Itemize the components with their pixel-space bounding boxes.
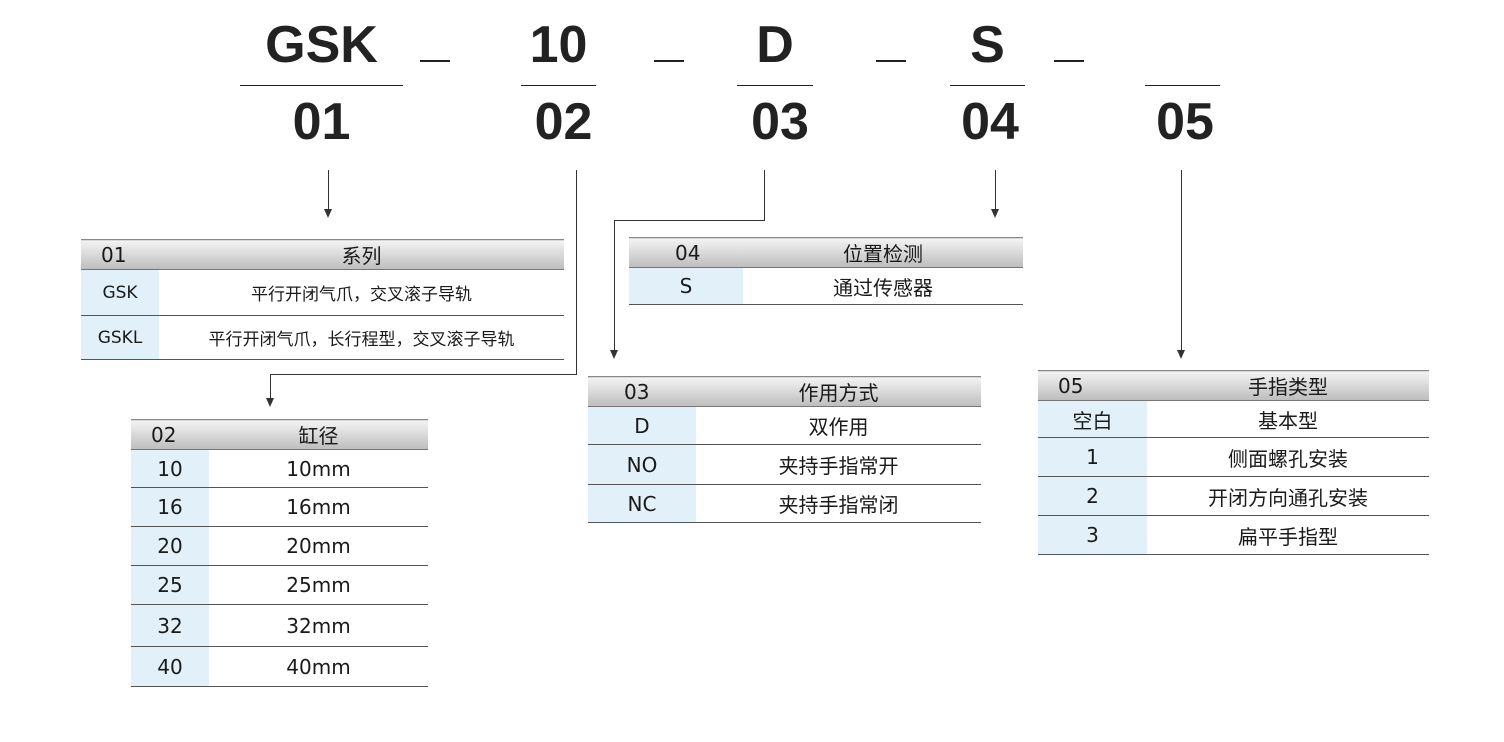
series-key: GSK (81, 269, 159, 316)
segment-04-value: S (970, 16, 1005, 74)
arrowhead-03 (610, 350, 618, 359)
arrowhead-04 (991, 209, 999, 218)
finger-value: 侧面螺孔安装 (1147, 437, 1429, 477)
action-value: 夹持手指常开 (696, 444, 981, 485)
segment-05-value (1145, 10, 1220, 80)
series-table-title: 系列 (159, 239, 564, 270)
bore-key: 25 (131, 565, 209, 605)
segment-02-underline (521, 85, 596, 86)
bore-table-title: 缸径 (209, 419, 428, 450)
series-table-code: 01 (81, 239, 159, 270)
finger-value: 扁平手指型 (1147, 515, 1429, 555)
series-value: 平行开闭气爪，长行程型，交叉滚子导轨 (159, 315, 564, 360)
separator-4 (1054, 60, 1084, 62)
segment-04-underline (950, 85, 1025, 86)
action-key: NO (588, 444, 696, 485)
segment-04-index: 04 (961, 93, 1019, 151)
finger-key: 2 (1038, 476, 1147, 516)
segment-02-index: 02 (534, 93, 593, 151)
action-value: 双作用 (696, 406, 981, 445)
finger-table-title: 手指类型 (1147, 370, 1429, 401)
bore-value: 40mm (209, 646, 428, 687)
separator-3 (876, 60, 906, 62)
detection-table-title: 位置检测 (743, 237, 1023, 268)
bore-value: 32mm (209, 604, 428, 647)
finger-key: 1 (1038, 437, 1147, 477)
finger-key: 空白 (1038, 400, 1147, 438)
series-value: 平行开闭气爪，交叉滚子导轨 (159, 269, 564, 316)
action-table-title: 作用方式 (696, 376, 981, 407)
connector-02-drop (270, 374, 271, 399)
bore-value: 16mm (209, 487, 428, 527)
segment-05-underline (1145, 85, 1220, 86)
bore-key: 40 (131, 646, 209, 687)
segment-03-index: 03 (751, 93, 809, 151)
action-value: 夹持手指常闭 (696, 484, 981, 523)
detection-table-code: 04 (629, 237, 743, 268)
action-key: D (588, 406, 696, 445)
arrowhead-01 (324, 209, 332, 218)
series-key: GSKL (81, 315, 159, 360)
segment-02-value: 10 (529, 16, 588, 74)
bore-table: 02 缸径 10 10mm 16 16mm 20 20mm 25 25mm 32… (131, 419, 428, 687)
connector-02-horizontal (270, 374, 577, 375)
arrowhead-02 (266, 398, 274, 407)
bore-table-code: 02 (131, 419, 209, 450)
separator-1 (420, 60, 450, 62)
segment-03-value: D (756, 16, 794, 74)
connector-03-drop (614, 220, 615, 351)
bore-key: 20 (131, 526, 209, 566)
segment-03-underline (737, 85, 813, 86)
segment-05-index: 05 (1156, 93, 1214, 151)
bore-key: 16 (131, 487, 209, 527)
series-table: 01 系列 GSK 平行开闭气爪，交叉滚子导轨 GSKL 平行开闭气爪，长行程型… (81, 239, 564, 360)
bore-value: 10mm (209, 449, 428, 488)
connector-05 (1181, 170, 1182, 351)
action-table: 03 作用方式 D 双作用 NO 夹持手指常开 NC 夹持手指常闭 (588, 376, 981, 523)
bore-key: 10 (131, 449, 209, 488)
finger-table-code: 05 (1038, 370, 1147, 401)
finger-value: 基本型 (1147, 400, 1429, 438)
connector-03-horizontal (614, 220, 765, 221)
connector-02-vertical (576, 170, 577, 374)
finger-key: 3 (1038, 515, 1147, 555)
action-key: NC (588, 484, 696, 523)
action-table-code: 03 (588, 376, 696, 407)
detection-table: 04 位置检测 S 通过传感器 (629, 237, 1023, 305)
connector-03-vertical (764, 170, 765, 220)
segment-01-value: GSK (265, 16, 378, 74)
connector-01 (328, 170, 329, 210)
segment-01-underline (240, 85, 403, 86)
bore-value: 25mm (209, 565, 428, 605)
arrowhead-05 (1177, 350, 1185, 359)
segment-01-index: 01 (292, 93, 351, 151)
detection-value: 通过传感器 (743, 267, 1023, 305)
connector-04 (995, 170, 996, 210)
separator-2 (654, 60, 684, 62)
bore-key: 32 (131, 604, 209, 647)
detection-key: S (629, 267, 743, 305)
bore-value: 20mm (209, 526, 428, 566)
finger-table: 05 手指类型 空白 基本型 1 侧面螺孔安装 2 开闭方向通孔安装 3 扁平手… (1038, 370, 1429, 555)
finger-value: 开闭方向通孔安装 (1147, 476, 1429, 516)
